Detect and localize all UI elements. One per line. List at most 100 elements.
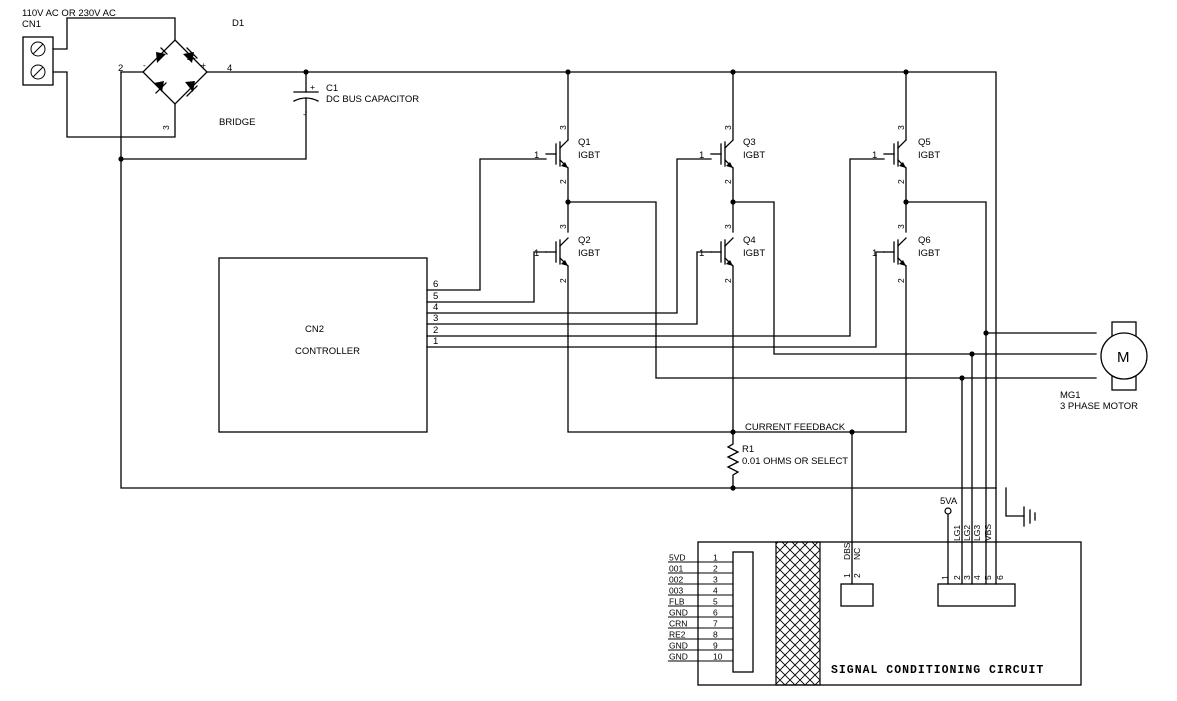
c1-plus: +: [310, 82, 315, 92]
q3-type: IGBT: [743, 150, 765, 161]
q1-pin-e: 2: [558, 179, 568, 184]
d1-pin-3: 3: [161, 125, 171, 130]
gate-pin-5: 5: [983, 575, 993, 580]
c1-ref: C1: [326, 83, 338, 94]
q5-igbt: [883, 139, 907, 169]
inverter-legs: [567, 71, 1097, 433]
c1-value: DC BUS CAPACITOR: [326, 94, 419, 105]
q5-pin-g: 1: [872, 150, 877, 161]
q4-pin-e: 2: [723, 278, 733, 283]
d1-ref: D1: [232, 18, 244, 29]
gate-pin-2: 2: [952, 575, 962, 580]
ac-line-bottom: [52, 71, 176, 138]
q4-igbt: [710, 237, 734, 267]
cn2-pin-6: 6: [433, 279, 438, 290]
current-feedback: CURRENT FEEDBACK: [745, 422, 853, 585]
q6-igbt: [883, 237, 907, 267]
io-signal-label: FLB: [669, 597, 685, 607]
io-pin-number: 2: [713, 564, 718, 574]
q3-pin-g: 1: [699, 150, 704, 161]
c1-minus: -: [303, 109, 306, 119]
bridge-label: BRIDGE: [219, 117, 255, 128]
gate-signal-lg1: LG1: [952, 525, 962, 541]
d1-pin-2: 2: [118, 63, 123, 74]
cn2-pin-5: 5: [433, 291, 438, 302]
q2-pin-g: 1: [534, 248, 539, 259]
q4-ref: Q4: [743, 235, 756, 246]
gate-pin-6: 6: [995, 575, 1005, 580]
supply-5va: 5VA: [940, 496, 958, 507]
q2-pin-c: 3: [558, 224, 568, 229]
q3-pin-e: 2: [723, 179, 733, 184]
cn2-pin-1: 1: [433, 336, 438, 347]
q1-igbt: [545, 139, 569, 169]
sense-signal-nc: NC: [852, 548, 862, 560]
io-pin-number: 3: [713, 575, 718, 585]
cn2-ref: CN2: [305, 324, 324, 335]
q4-type: IGBT: [743, 248, 765, 259]
c1-capacitor: + - C1 DC BUS CAPACITOR: [293, 71, 419, 119]
mg1-motor: M MG1 3 PHASE MOTOR: [1060, 321, 1148, 412]
q1-pin-c: 3: [558, 125, 568, 130]
q1-ref: Q1: [578, 137, 591, 148]
mg1-ref: MG1: [1060, 390, 1081, 401]
q2-ref: Q2: [578, 235, 591, 246]
sense-pin-1: 1: [842, 573, 852, 578]
io-signal-label: RE2: [669, 630, 686, 640]
sense-wires: 5VA: [940, 332, 1025, 585]
gate-signal-lg2: LG2: [962, 525, 972, 541]
io-pin-number: 6: [713, 608, 718, 618]
q4-pin-g: 1: [699, 248, 704, 259]
gate-pin-4: 4: [972, 575, 982, 580]
q4-pin-c: 3: [723, 224, 733, 229]
q2-pin-e: 2: [558, 278, 568, 283]
ac-line-top: [52, 17, 176, 50]
ground-icon: [1023, 506, 1036, 527]
signal-conditioning-title: SIGNAL CONDITIONING CIRCUIT: [831, 664, 1044, 677]
io-signal-label: GND: [669, 652, 688, 662]
q5-pin-c: 3: [896, 125, 906, 130]
q6-ref: Q6: [918, 235, 931, 246]
cn2-controller: CN2 CONTROLLER 6 5 4 3 2 1: [218, 257, 438, 433]
io-pin-number: 10: [713, 652, 723, 662]
ac-input: 110V AC OR 230V AC CN1: [22, 8, 176, 138]
q2-igbt: [545, 237, 569, 267]
q3-igbt: [710, 139, 734, 169]
cn1-ref: CN1: [22, 19, 41, 30]
q6-pin-g: 1: [872, 248, 877, 259]
dc-bus-negative: [120, 71, 734, 489]
gate-signal-lg3: LG3: [972, 525, 982, 541]
io-pin-number: 7: [713, 619, 718, 629]
junction-dots: [118, 69, 989, 491]
io-pin-number: 4: [713, 586, 718, 596]
svg-text:-: -: [143, 60, 146, 70]
io-pin-number: 5: [713, 597, 718, 607]
r1-ref: R1: [742, 444, 754, 455]
q5-pin-e: 2: [896, 179, 906, 184]
igbt-labels: Q1 IGBT 1 3 2 Q2 IGBT 1 3 2 Q3 IGBT 1 3 …: [534, 125, 940, 283]
svg-text:+: +: [201, 60, 206, 70]
io-signal-label: CRN: [669, 619, 687, 629]
io-signal-label: GND: [669, 641, 688, 651]
gate-signal-vbs: VBS: [983, 524, 993, 541]
d1-pin-4: 4: [227, 63, 232, 74]
io-signal-label: 5VD: [669, 553, 686, 563]
q5-ref: Q5: [918, 137, 931, 148]
mg1-name: 3 PHASE MOTOR: [1060, 401, 1138, 412]
sense-pin-2: 2: [852, 573, 862, 578]
r1-resistor: R1 0.01 OHMS OR SELECT: [726, 431, 848, 489]
q6-pin-c: 3: [896, 224, 906, 229]
io-signal-label: 003: [669, 586, 683, 596]
d1-bridge: D1 BRIDGE - + 2 4 3: [118, 18, 255, 130]
supply-voltage-label: 110V AC OR 230V AC: [22, 8, 116, 19]
q5-type: IGBT: [918, 150, 940, 161]
signal-conditioning-board: SIGNAL CONDITIONING CIRCUIT 1 2 DBS NC 1…: [668, 524, 1082, 686]
cn1-terminal-block: [22, 36, 54, 86]
gate-drive-wires: [426, 158, 885, 348]
io-pin-number: 9: [713, 641, 718, 651]
gate-pin-1: 1: [940, 575, 950, 580]
cn2-name: CONTROLLER: [295, 346, 360, 357]
q6-type: IGBT: [918, 248, 940, 259]
